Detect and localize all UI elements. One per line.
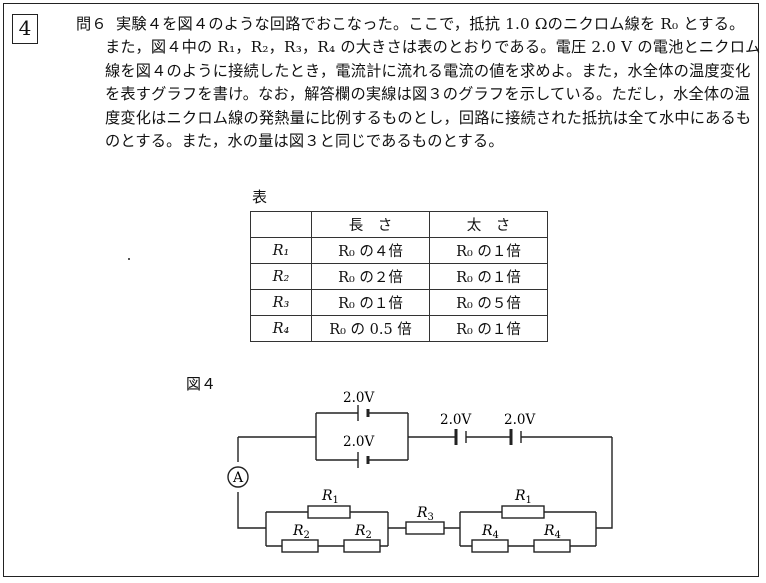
battery-upper	[357, 405, 370, 421]
left-vertical-wire-bottom	[237, 492, 266, 529]
table-label: 表	[252, 188, 268, 206]
resistor-r2-second	[343, 539, 381, 553]
question-line-3: 線を図４のように接続したとき，電流計に流れる電流の値を求めよ。また，水全体の温度…	[105, 61, 751, 80]
right-vertical-wire	[596, 437, 613, 529]
label-r4-first: R4	[481, 523, 499, 541]
table-cell-thickness: R₀ の１倍	[429, 237, 548, 264]
resistor-r2-first	[281, 539, 319, 553]
table-header-thickness: 太 さ	[429, 211, 548, 238]
table-row: R₁ R₀ の４倍 R₀ の１倍	[250, 237, 548, 264]
resistor-r1-right	[501, 505, 545, 519]
resistor-table: 長 さ 太 さ R₁ R₀ の４倍 R₀ の１倍 R₂ R₀ の２倍 R₀ の１…	[250, 211, 548, 342]
resistor-r1-left	[307, 505, 351, 519]
stray-mark	[128, 258, 130, 260]
label-r2-second: R2	[354, 523, 372, 541]
question-frame	[3, 3, 759, 577]
battery-series-2	[509, 429, 522, 445]
battery-lower-voltage: 2.0V	[343, 434, 374, 450]
table-row: R₂ R₀ の２倍 R₀ の１倍	[250, 263, 548, 290]
label-r1-right: R1	[514, 488, 532, 506]
table-cell-resistor: R₄	[250, 315, 312, 342]
ammeter-icon: A	[227, 466, 249, 488]
figure-label: 図４	[186, 375, 217, 393]
ammeter-label: A	[232, 470, 244, 486]
question-line-4: を表すグラフを書け。なお，解答欄の実線は図３のグラフを示している。ただし，水全体…	[105, 85, 751, 104]
table-header-cell	[250, 211, 312, 238]
resistor-r3	[405, 521, 445, 535]
battery-series-2-voltage: 2.0V	[504, 412, 535, 428]
question-label: 問６	[76, 15, 107, 33]
table-row: R₃ R₀ の１倍 R₀ の５倍	[250, 289, 548, 316]
resistor-r4-second	[533, 539, 571, 553]
table-cell-resistor: R₁	[250, 237, 312, 264]
question-number-box: 4	[12, 14, 38, 44]
battery-upper-voltage: 2.0V	[343, 390, 374, 406]
question-line-2: また，図４中の R₁，R₂，R₃，R₄ の大きさは表のとおりである。電圧 2.0…	[105, 38, 761, 57]
table-cell-thickness: R₀ の１倍	[429, 263, 548, 290]
label-r1-left: R1	[321, 488, 339, 506]
label-r3: R3	[416, 505, 434, 523]
table-cell-length: R₀ の２倍	[311, 263, 430, 290]
table-cell-resistor: R₂	[250, 263, 312, 290]
question-line-5: 度変化はニクロム線の発熱量に比例するものとし，回路に接続された抵抗は全て水中にあ…	[105, 108, 752, 127]
table-cell-thickness: R₀ の１倍	[429, 315, 548, 342]
table-header-row: 長 さ 太 さ	[250, 211, 548, 238]
resistor-r4-first	[471, 539, 509, 553]
label-r2-first: R2	[292, 523, 310, 541]
battery-lower	[357, 452, 370, 468]
table-row: R₄ R₀ の 0.5 倍 R₀ の１倍	[250, 315, 548, 342]
battery-series-1	[454, 429, 467, 445]
label-r4-second: R4	[543, 523, 561, 541]
question-line-6: のとする。また，水の量は図３と同じであるものとする。	[105, 132, 504, 151]
battery-series-1-voltage: 2.0V	[440, 412, 471, 428]
